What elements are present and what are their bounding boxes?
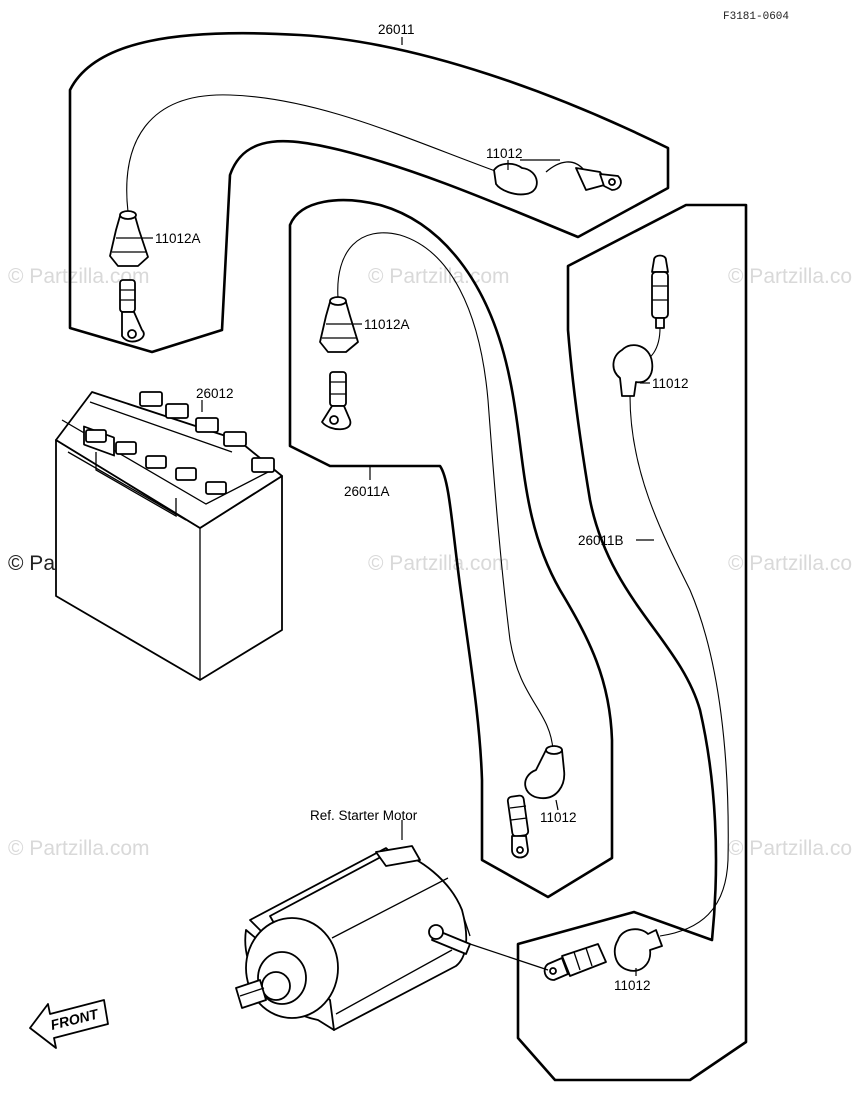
cable-26011-outline <box>68 31 670 354</box>
label-cap-11012a-left: 11012A <box>155 231 201 246</box>
terminal-cap-11012-top <box>493 161 622 196</box>
watermark: © Partzilla.com <box>8 837 150 860</box>
terminal-cap-11012-bottom <box>543 928 663 981</box>
label-cap-11012-bottom: 11012 <box>614 978 651 993</box>
label-cable-26011a: 26011A <box>344 484 390 499</box>
labels: 26011 11012 11012A 26012 11012A 26011A 1… <box>140 22 689 993</box>
terminal-cap-11012-lower-mid <box>506 745 566 859</box>
terminal-cap-11012a-mid <box>319 296 359 431</box>
label-cable-26011: 26011 <box>378 22 415 37</box>
starter-motor <box>235 845 549 1031</box>
watermark: © Partzilla.com <box>368 552 510 575</box>
cable-26011b-wire <box>629 395 729 937</box>
terminal-cap-11012-right <box>612 254 669 397</box>
front-arrow: FRONT <box>29 999 109 1049</box>
battery <box>55 391 283 681</box>
label-cap-11012-lower-mid: 11012 <box>540 810 577 825</box>
watermark: © Partzilla.com <box>728 265 852 288</box>
watermark: © Partzilla.com <box>8 265 150 288</box>
cable-26011b-outline <box>516 203 748 1082</box>
label-cap-11012a-mid: 11012A <box>364 317 410 332</box>
label-starter-motor-ref: Ref. Starter Motor <box>310 808 418 823</box>
drawing-code: F3181-0604 <box>723 11 789 23</box>
label-cable-26011b: 26011B <box>578 533 624 548</box>
label-battery-26012: 26012 <box>196 386 234 401</box>
terminal-cap-11012a <box>109 210 149 343</box>
cable-26011a-outline <box>288 198 614 899</box>
cable-26011a-wire <box>337 232 554 751</box>
watermark: © Partzilla.com <box>368 265 510 288</box>
cable-26011-wire <box>126 94 499 213</box>
watermark: © Partzilla.com <box>728 837 852 860</box>
label-cap-11012-right: 11012 <box>652 376 689 391</box>
label-cap-11012-top: 11012 <box>486 146 523 161</box>
watermark: © Partzilla.com <box>728 552 852 575</box>
